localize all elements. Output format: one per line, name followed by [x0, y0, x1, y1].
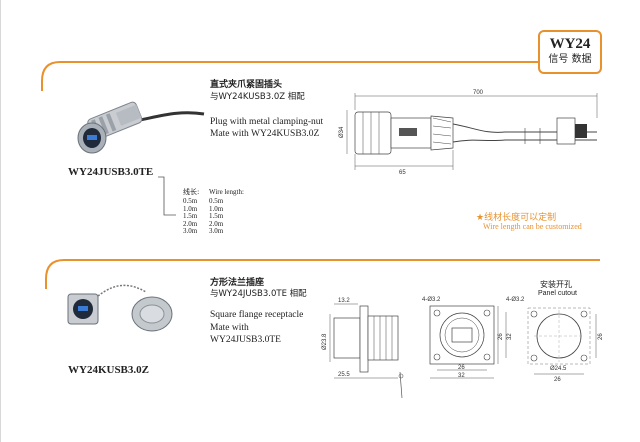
dim-body-length: 65 [399, 170, 406, 176]
section1-corner [41, 61, 61, 91]
dim-13-2: 13.2 [338, 298, 350, 304]
wire-custom-note-en: Wire length can be customized [483, 222, 582, 231]
dim-panel-diameter: Ø24.5 [550, 366, 567, 372]
receptacle-front-drawing: 4-Ø3.2 26 32 26 32 [422, 297, 513, 379]
panel-cutout-title-en: Panel cutout [538, 290, 577, 297]
dim-diameter: Ø34 [339, 126, 345, 138]
product1-model: WY24JUSB3.0TE [68, 166, 154, 178]
product2-desc-line1: Square flange receptacle [210, 310, 304, 320]
product1-desc-line2: Mate with WY24KUSB3.0Z [210, 129, 320, 139]
section2-corner [45, 259, 65, 289]
product1-mate-cn: 与WY24KUSB3.0Z 相配 [210, 92, 305, 102]
wire-length-label-en: Wire length: [209, 188, 244, 196]
section2-top-rule [64, 259, 600, 261]
plug-drawing: 700 Ø34 65 [339, 90, 598, 176]
product2-desc-line3: WY24JUSB3.0TE [210, 335, 281, 345]
dim-diameter-23-8: Ø23.8 [322, 333, 328, 350]
series-badge: WY24 信号 数据 [538, 30, 602, 74]
panel-cutout-title-cn: 安装开孔 [540, 280, 572, 289]
receptacle-photo [67, 284, 173, 332]
series-subtitle: 信号 数据 [548, 54, 592, 65]
dim-panel-26-horizontal: 26 [554, 377, 561, 383]
product2-desc-line2: Mate with [210, 323, 249, 333]
wire-length-label-cn: 线长: [183, 188, 200, 196]
dim-holes: 4-Ø3.2 [422, 297, 441, 303]
page-edge-rule [0, 0, 1, 442]
dim-panel-26-vertical: 26 [598, 333, 604, 340]
model-leader-line [158, 176, 176, 216]
dim-32-vertical: 32 [507, 333, 513, 340]
product1-title: 直式夹爪紧固插头 [210, 80, 283, 90]
dim-32-horizontal: 32 [458, 373, 465, 379]
plug-photo [77, 101, 205, 154]
dim-25-5: 25.5 [338, 372, 350, 378]
product2-mate-cn: 与WY24JUSB3.0TE 相配 [210, 289, 307, 299]
product1-desc-line1: Plug with metal clamping-nut [210, 117, 324, 127]
dim-panel-holes: 4-Ø3.2 [506, 297, 525, 303]
section1-top-rule [60, 61, 540, 63]
product2-title: 方形法兰插座 [210, 278, 265, 288]
series-code: WY24 [549, 36, 591, 52]
wire-custom-note-cn: ★线材长度可以定制 [476, 213, 557, 223]
dim-26-horizontal: 26 [458, 365, 465, 371]
dim-length: 700 [473, 90, 484, 96]
product2-model: WY24KUSB3.0Z [68, 364, 149, 376]
panel-cutout-drawing: 4-Ø3.2 26 Ø24.5 26 [506, 297, 604, 383]
dim-26-vertical: 26 [498, 333, 504, 340]
receptacle-side-drawing: 13.2 Ø23.8 25.5 [322, 298, 404, 399]
